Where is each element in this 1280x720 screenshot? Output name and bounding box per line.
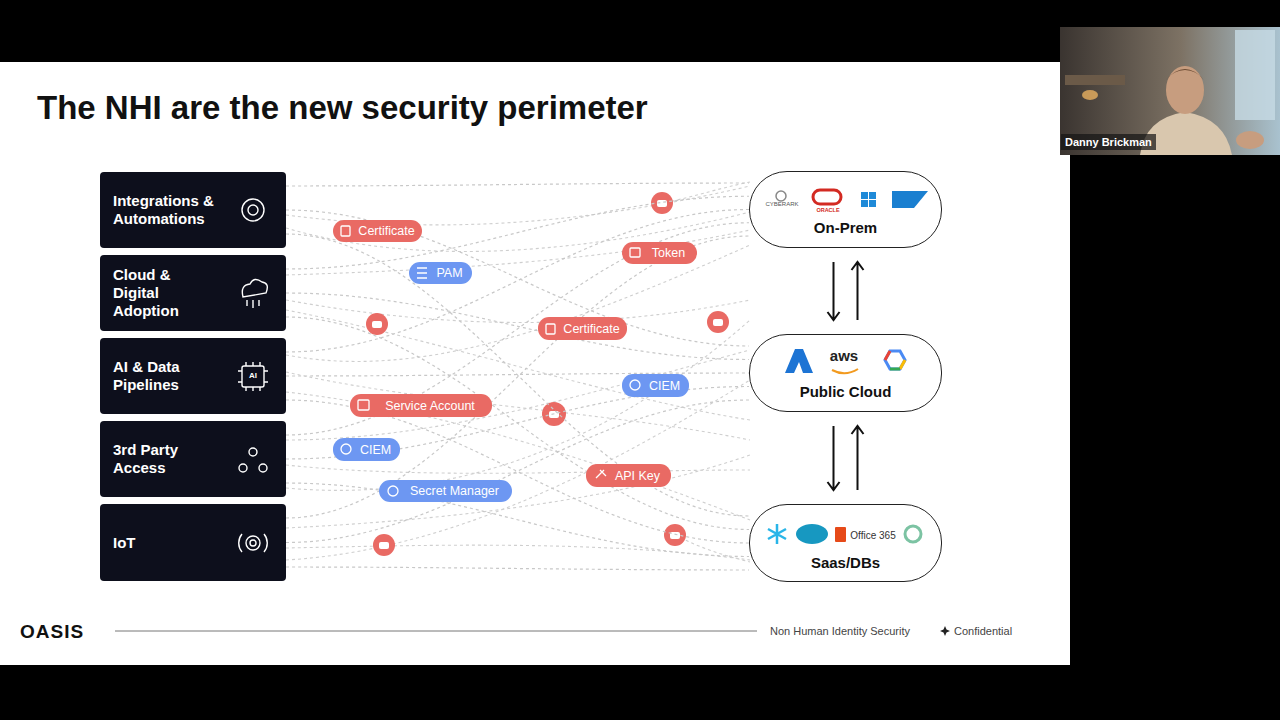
credential-pill: CIEM bbox=[333, 438, 400, 461]
footer-text: Confidential bbox=[954, 625, 1012, 637]
vendor-logo-text: ORACLE bbox=[808, 207, 848, 213]
dashed-connector bbox=[286, 183, 749, 186]
environment-node: CYBERARK ORACLE SAP On-Prem bbox=[749, 171, 942, 248]
vendor-logo-text: Office 365 bbox=[848, 530, 898, 541]
category-label: AI & Data Pipelines bbox=[113, 358, 205, 394]
vendor-logo-text: CYBERARK bbox=[762, 201, 802, 208]
category-label: 3rd Party Access bbox=[113, 441, 205, 477]
credential-pill: PAM bbox=[409, 262, 472, 284]
credential-pill: Token bbox=[622, 242, 697, 264]
slide-title: The NHI are the new security perimeter bbox=[37, 89, 648, 127]
vendor-logos bbox=[768, 190, 928, 544]
pill-label: API Key bbox=[615, 469, 660, 483]
speaker-name: Danny Brickman bbox=[1061, 134, 1156, 150]
environment-node: awsPublic Cloud bbox=[749, 334, 942, 412]
dashed-connector bbox=[286, 293, 749, 360]
chip-text: AI bbox=[243, 371, 263, 380]
credential-pill: Certificate bbox=[333, 220, 422, 242]
category-box: 3rd Party Access bbox=[100, 421, 286, 497]
dashed-connector bbox=[286, 210, 749, 353]
category-box: Integrations & Automations bbox=[100, 172, 286, 248]
vendor-logo-text: salesforce bbox=[798, 532, 828, 537]
pill-label: CIEM bbox=[649, 379, 680, 393]
dashed-connector bbox=[286, 567, 749, 570]
brand-logo: OASIS bbox=[20, 621, 84, 643]
dashed-connector bbox=[286, 196, 749, 269]
pill-label: PAM bbox=[436, 266, 462, 280]
pill-label: Token bbox=[652, 246, 685, 260]
environment-node: salesforce Office 365Saas/DBs bbox=[749, 504, 942, 582]
webcam-frame bbox=[1060, 27, 1280, 155]
environment-label: On-Prem bbox=[750, 219, 941, 236]
dashed-connector bbox=[286, 400, 749, 543]
category-label: Cloud & Digital Adoption bbox=[113, 266, 195, 320]
credential-pill: CIEM bbox=[622, 374, 689, 397]
credential-pill: API Key bbox=[586, 464, 671, 487]
credential-pill: Secret Manager bbox=[379, 480, 512, 502]
category-label: IoT bbox=[113, 534, 205, 552]
slide bbox=[0, 62, 1070, 665]
credential-pill: Certificate bbox=[538, 317, 627, 340]
connector-tangle bbox=[286, 182, 750, 562]
robot-icon bbox=[366, 192, 729, 556]
footer-text: Non Human Identity Security bbox=[770, 625, 910, 637]
dashed-connector bbox=[286, 483, 749, 557]
pill-icon bbox=[341, 226, 640, 496]
category-box: IoT bbox=[100, 504, 286, 581]
credential-pill: Service Account bbox=[350, 394, 492, 417]
dashed-connector bbox=[286, 234, 749, 516]
category-label: Integrations & Automations bbox=[113, 192, 235, 228]
pill-label: Service Account bbox=[385, 399, 475, 413]
category-box: Cloud & Digital Adoption bbox=[100, 255, 286, 331]
dashed-connector bbox=[286, 210, 749, 346]
bidirectional-arrow bbox=[828, 426, 864, 490]
pill-label: Certificate bbox=[563, 322, 619, 336]
pill-label: Secret Manager bbox=[410, 484, 499, 498]
category-box: AI & Data Pipelines bbox=[100, 338, 286, 414]
separator-star bbox=[940, 626, 950, 636]
bidirectional-arrow bbox=[828, 262, 864, 320]
dashed-connector bbox=[286, 400, 749, 543]
pill-label: Certificate bbox=[358, 224, 414, 238]
dashed-connector bbox=[286, 317, 749, 530]
pill-label: CIEM bbox=[360, 443, 391, 457]
dashed-connector bbox=[286, 223, 749, 435]
category-icon bbox=[238, 199, 268, 552]
environment-label: Public Cloud bbox=[750, 383, 941, 400]
vendor-logo-text: SAP bbox=[890, 192, 924, 204]
environment-label: Saas/DBs bbox=[750, 554, 941, 571]
dashed-connector bbox=[286, 236, 749, 518]
vendor-logo-text: aws bbox=[826, 348, 862, 365]
footer-rule bbox=[115, 631, 757, 632]
